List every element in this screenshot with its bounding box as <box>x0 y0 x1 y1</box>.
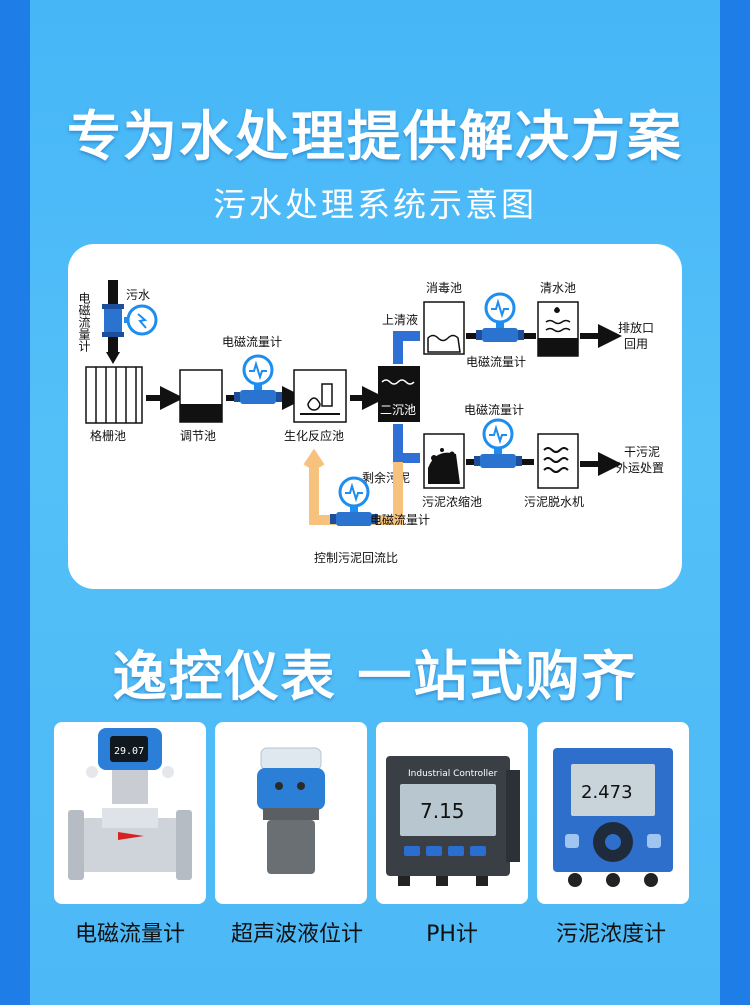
label-bio-reactor: 生化反应池 <box>284 428 344 443</box>
clear-water-tank-icon <box>537 301 579 357</box>
product-name-sludge-meter: 污泥浓度计 <box>555 922 666 947</box>
dewatering-machine-icon <box>537 433 579 489</box>
process-diagram: 污水 电磁流量计 格栅池 调节池 电磁流量计 <box>68 244 682 589</box>
label-supernatant: 上清液 <box>382 312 418 327</box>
section-title: 逸控仪表 一站式购齐 <box>112 645 638 708</box>
label-sludge-thickening-tank: 污泥浓缩池 <box>422 494 482 509</box>
diagram-subtitle: 污水处理系统示意图 <box>213 185 537 224</box>
product-card-ph-meter[interactable]: Industrial Controller 7.15 <box>376 722 528 904</box>
flowmeter-3-icon <box>472 418 524 470</box>
label-flowmeter-1: 电磁流量计 <box>222 334 282 349</box>
sludge-thickening-tank-icon <box>423 433 465 489</box>
flowmeter-screen-value: 29.07 <box>114 746 144 757</box>
label-wastewater: 污水 <box>126 288 150 302</box>
product-name-level-meter: 超声波液位计 <box>230 922 363 947</box>
disinfection-tank-icon <box>423 301 465 355</box>
label-discharge-outlet: 排放口 <box>618 320 654 335</box>
label-regulating-tank: 调节池 <box>180 429 216 443</box>
product-name-ph-meter: PH计 <box>426 922 478 947</box>
label-disinfection-tank: 消毒池 <box>426 281 462 295</box>
label-discharge-reuse: 回用 <box>624 337 648 351</box>
sludge-meter-product-icon: 2.473 <box>553 748 673 887</box>
regulating-tank-icon <box>179 369 223 423</box>
label-flowmeter-4: 电磁流量计 <box>370 512 430 527</box>
flowmeter-1-icon <box>232 354 284 406</box>
label-return-control: 控制污泥回流比 <box>314 551 398 565</box>
product-card-flowmeter[interactable]: 29.07 <box>54 722 206 904</box>
sludge-screen-value: 2.473 <box>581 782 633 803</box>
label-clear-water-tank: 清水池 <box>540 281 576 295</box>
label-flowmeter-vertical: 电磁流量计 <box>77 292 91 352</box>
inlet-pipe <box>102 280 158 364</box>
product-cards: 29.07 Industrial Controller <box>54 722 694 904</box>
product-name-flowmeter: 电磁流量计 <box>74 922 185 947</box>
label-secondary-tank: 二沉池 <box>380 403 416 417</box>
bio-reactor-icon <box>293 369 347 423</box>
grille-tank-icon <box>85 366 143 424</box>
product-card-level-meter[interactable] <box>215 722 367 904</box>
page-title: 专为水处理提供解决方案 <box>67 105 683 168</box>
label-flowmeter-3: 电磁流量计 <box>464 402 524 417</box>
level-meter-product-icon <box>257 747 325 874</box>
label-grille-tank: 格栅池 <box>90 428 126 443</box>
product-card-sludge-meter[interactable]: 2.473 <box>537 722 689 904</box>
flowmeter-2-icon <box>474 292 526 344</box>
secondary-tank-icon <box>378 366 420 422</box>
ph-screen-value: 7.15 <box>420 799 465 823</box>
ph-meter-product-icon: Industrial Controller 7.15 <box>386 756 520 886</box>
label-dewatering-machine: 污泥脱水机 <box>524 494 584 509</box>
flowmeter-product-icon: 29.07 <box>68 728 192 880</box>
ph-brand-label: Industrial Controller <box>408 769 498 779</box>
label-dry-sludge-disposal: 外运处置 <box>616 461 664 475</box>
label-flowmeter-2: 电磁流量计 <box>466 354 526 369</box>
label-dry-sludge: 干污泥 <box>624 445 660 459</box>
process-diagram-svg: 污水 电磁流量计 格栅池 调节池 电磁流量计 <box>77 280 664 565</box>
